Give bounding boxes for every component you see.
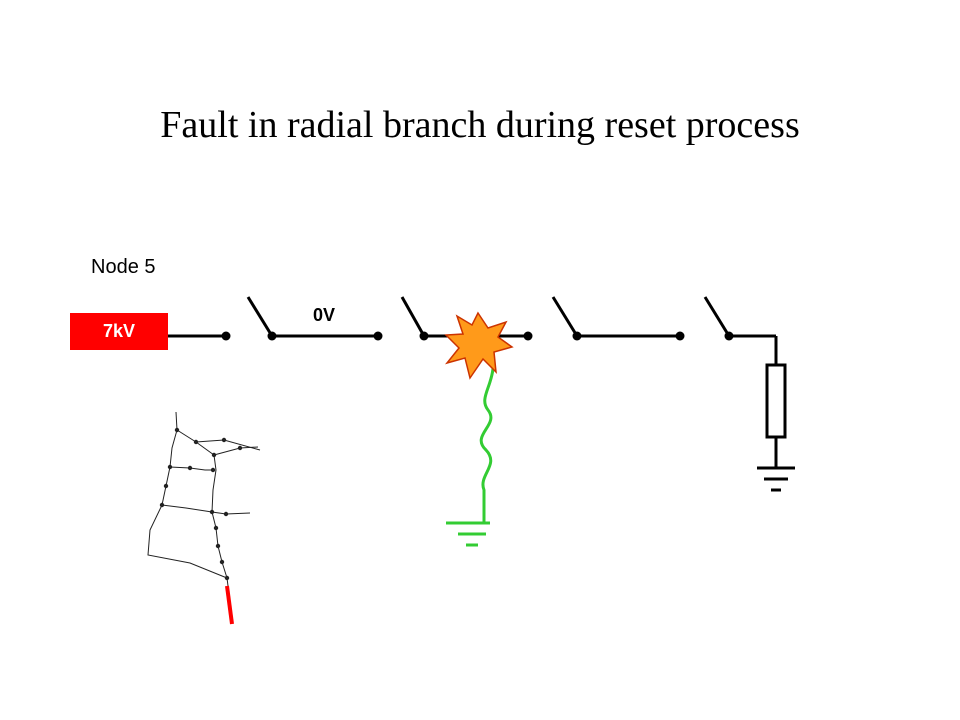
ground-icon bbox=[757, 437, 795, 492]
faulted-branch bbox=[225, 585, 234, 625]
source-voltage-label: 7kV bbox=[102, 321, 136, 341]
switch-contacts bbox=[221, 331, 734, 341]
voltage-source: 7kV bbox=[70, 313, 168, 350]
switch-icon bbox=[246, 296, 731, 337]
line-voltage-label: 0V bbox=[313, 305, 336, 325]
node-label: Node 5 bbox=[91, 256, 156, 278]
fault-path bbox=[446, 344, 495, 547]
inductor-icon bbox=[479, 344, 495, 523]
resistor-icon bbox=[765, 363, 787, 439]
radial-network-map bbox=[147, 411, 261, 625]
slide-title: Fault in radial branch during reset proc… bbox=[160, 104, 800, 146]
fault-burst-icon bbox=[444, 311, 514, 380]
